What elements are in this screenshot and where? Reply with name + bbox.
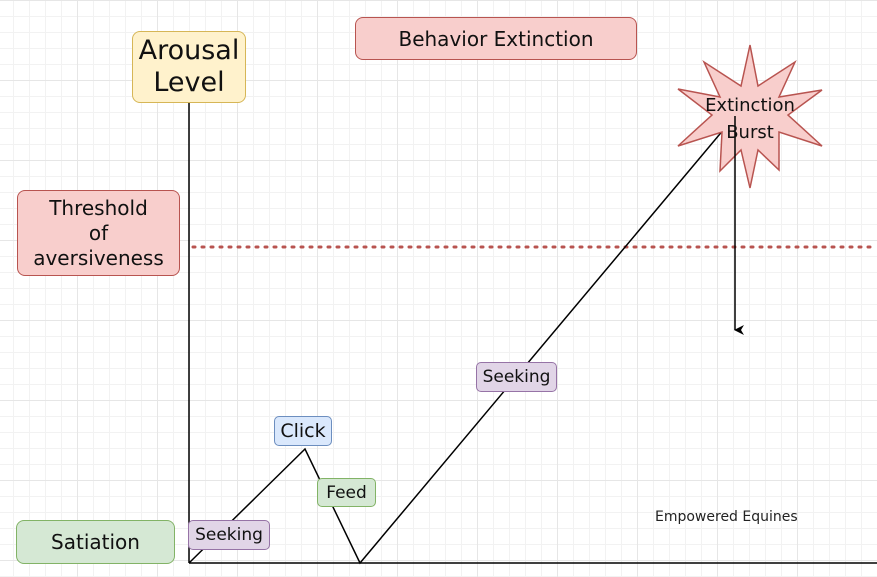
baseline-label: Satiation (16, 520, 175, 564)
click-label: Click (274, 416, 332, 446)
seeking-label-first: Seeking (188, 520, 270, 550)
diagram-title-text: Behavior Extinction (398, 26, 594, 51)
seeking-label-first-text: Seeking (195, 525, 263, 545)
click-label-text: Click (280, 420, 326, 442)
feed-label-text: Feed (326, 482, 367, 503)
extinction-burst-label: Extinction Burst (705, 95, 795, 143)
threshold-label: Threshold of aversiveness (17, 190, 180, 276)
credit-text: Empowered Equines (655, 509, 798, 525)
y-axis-label: Arousal Level (132, 31, 246, 103)
feed-label: Feed (317, 478, 376, 507)
baseline-label-text: Satiation (51, 530, 140, 554)
arousal-curve (188, 115, 736, 565)
seeking-label-second-text: Seeking (482, 367, 551, 387)
diagram-title: Behavior Extinction (355, 17, 637, 60)
extinction-burst-star (677, 44, 823, 189)
threshold-label-text: Threshold of aversiveness (33, 195, 164, 270)
seeking-label-second: Seeking (476, 362, 557, 392)
y-axis-label-text: Arousal Level (138, 35, 240, 98)
